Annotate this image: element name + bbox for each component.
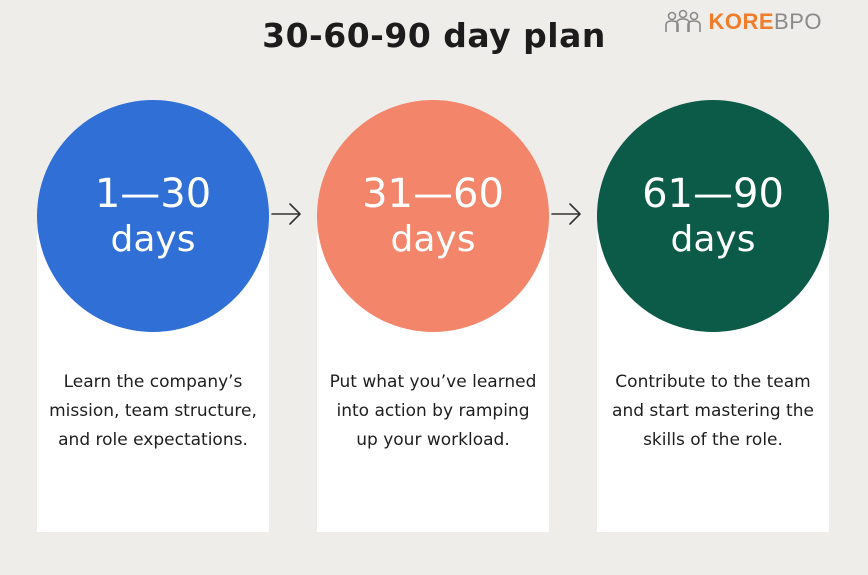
page-title: 30-60-90 day plan — [262, 16, 606, 55]
phase-range: 31—60 — [362, 171, 504, 217]
phase-unit: days — [110, 219, 196, 260]
phase-circle-3: 61—90 days — [597, 100, 829, 332]
logo-kore-text: KORE — [708, 9, 775, 34]
phase-description: Learn the company’s mission, team struct… — [49, 372, 257, 450]
korebpo-logo: KOREBPO — [664, 8, 822, 36]
phase-description: Contribute to the team and start masteri… — [612, 372, 814, 450]
phase-unit: days — [670, 219, 756, 260]
phase-circle-1: 1—30 days — [37, 100, 269, 332]
phase-range: 61—90 — [642, 171, 784, 217]
phase-description: Put what you’ve learned into action by r… — [329, 372, 537, 450]
phase-unit: days — [390, 219, 476, 260]
people-group-icon — [665, 9, 702, 32]
logo-bpo-text: BPO — [774, 9, 822, 34]
arrow-right-icon — [551, 203, 581, 225]
phase-circle-2: 31—60 days — [317, 100, 549, 332]
arrow-right-icon — [271, 203, 301, 225]
phase-range: 1—30 — [94, 171, 212, 217]
